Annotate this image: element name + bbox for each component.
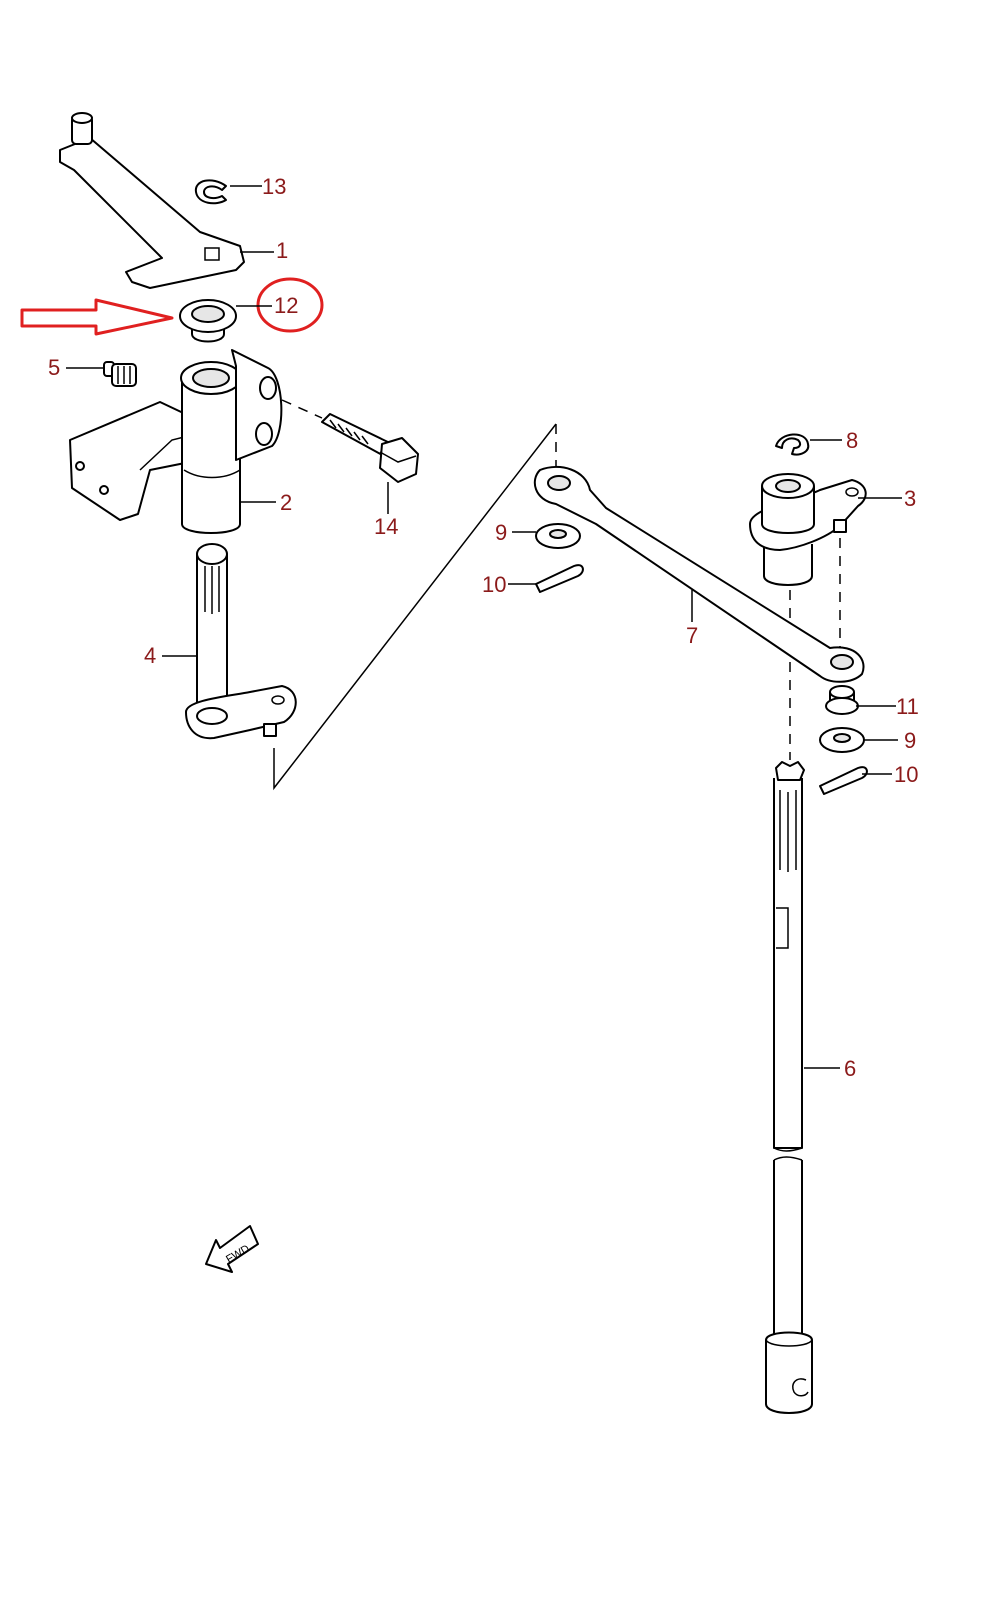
part-4-shift-shaft[interactable] (185, 543, 297, 740)
label-10-upper[interactable]: 10 (482, 572, 506, 597)
label-9-upper[interactable]: 9 (495, 520, 507, 545)
part-8-circlip[interactable] (775, 433, 810, 456)
part-3-bell-crank[interactable] (749, 473, 867, 586)
label-11[interactable]: 11 (896, 694, 919, 719)
label-14[interactable]: 14 (374, 514, 398, 539)
part-9-washer-upper[interactable] (535, 523, 581, 549)
highlight-circle (256, 277, 324, 333)
part-2-shift-bracket[interactable] (69, 349, 283, 534)
label-5[interactable]: 5 (48, 355, 60, 380)
part-10-cotter-pin-upper[interactable] (535, 564, 584, 593)
label-3[interactable]: 3 (904, 486, 916, 511)
label-2[interactable]: 2 (280, 490, 292, 515)
part-9-washer-lower[interactable] (819, 727, 865, 753)
label-10-lower[interactable]: 10 (894, 762, 918, 787)
label-7[interactable]: 7 (686, 623, 698, 648)
part-10-cotter-pin-lower[interactable] (819, 766, 868, 795)
highlight-markup (20, 277, 324, 336)
part-12-bushing[interactable] (179, 299, 237, 343)
label-6[interactable]: 6 (844, 1056, 856, 1081)
part-14-bolt[interactable] (281, 399, 419, 483)
part-7-link-rod[interactable] (533, 465, 865, 683)
label-12[interactable]: 12 (274, 293, 298, 318)
part-5-grease-nipple[interactable] (103, 361, 137, 387)
label-4[interactable]: 4 (144, 643, 156, 668)
part-1-shift-lever[interactable] (59, 112, 245, 289)
label-8[interactable]: 8 (846, 428, 858, 453)
part-11-bushing[interactable] (825, 685, 859, 715)
part-13-e-clip[interactable] (194, 179, 227, 205)
label-9-lower[interactable]: 9 (904, 728, 916, 753)
part-labels: 13 1 12 5 2 14 4 8 3 9 10 7 11 9 10 6 (48, 174, 919, 1081)
label-1[interactable]: 1 (276, 238, 288, 263)
label-leaders (66, 185, 902, 1069)
fwd-direction-arrow: FWD (205, 1225, 259, 1273)
part-6-shift-rod[interactable] (765, 761, 813, 1414)
assembly-guide-lines (273, 423, 841, 791)
label-13[interactable]: 13 (262, 174, 286, 199)
highlight-arrow (20, 298, 174, 336)
